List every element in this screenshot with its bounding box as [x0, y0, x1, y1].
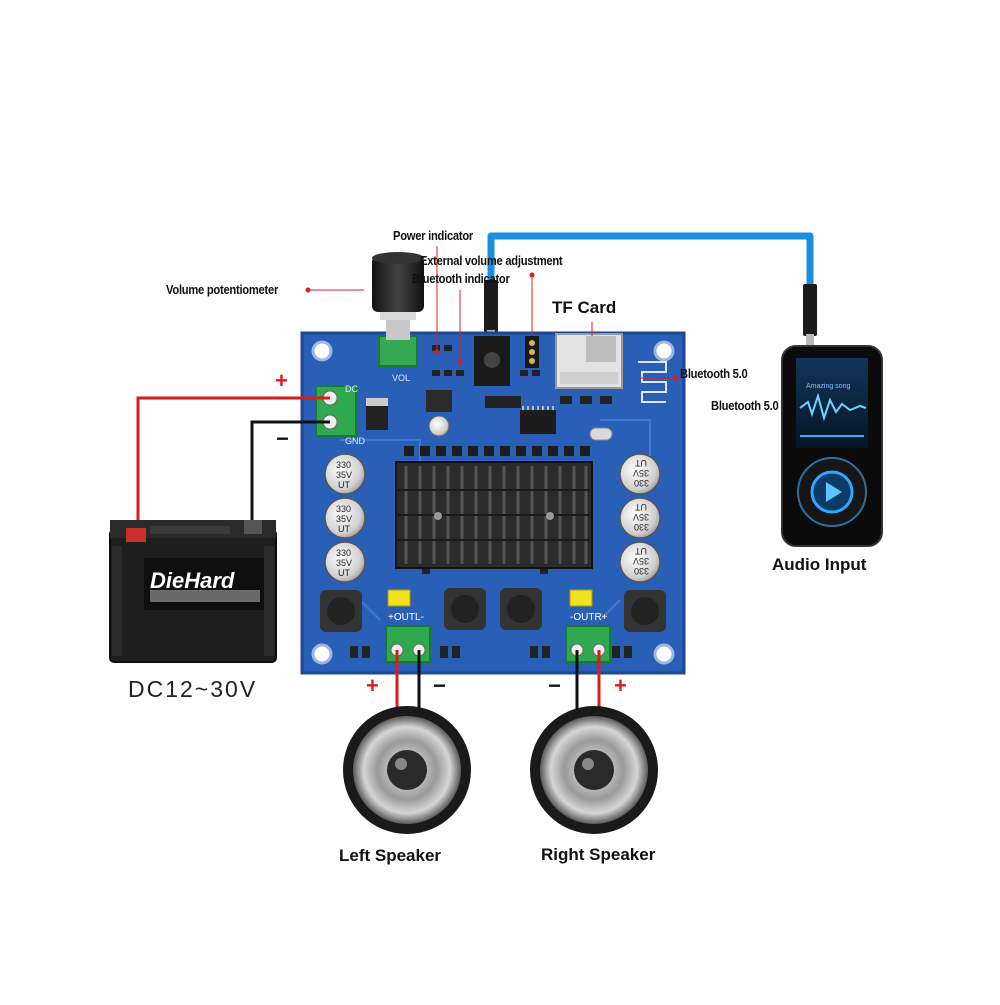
svg-text:35V: 35V: [336, 558, 352, 568]
external-volume-label: External volume adjustment: [420, 253, 563, 268]
amplifier-board: DC GND VOL: [300, 331, 686, 675]
svg-text:35V: 35V: [633, 468, 649, 478]
svg-text:35V: 35V: [336, 514, 352, 524]
heatsink: [395, 461, 593, 569]
gnd-label: GND: [345, 436, 366, 446]
capacitor: 330 35V UT: [619, 497, 661, 539]
power-wire-positive: [136, 396, 330, 540]
svg-text:UT: UT: [338, 568, 350, 578]
svg-text:35V: 35V: [336, 470, 352, 480]
left-speaker: [343, 706, 471, 834]
player-track-text: Amazing song: [806, 383, 850, 390]
jack-plug-board: [484, 280, 498, 332]
bluetooth-indicator-label: Bluetooth indicator: [412, 271, 510, 286]
callout-lines: [305, 246, 679, 381]
svg-text:35V: 35V: [633, 556, 649, 566]
volume-knob: [372, 252, 424, 340]
power-wire-negative: [250, 420, 330, 530]
bluetooth-label-1: Bluetooth 5.0: [680, 366, 748, 381]
capacitor: 330 35V UT: [619, 453, 661, 495]
bluetooth-antenna-icon: [638, 361, 667, 403]
dc-label: DC: [345, 384, 358, 394]
play-icon: [826, 482, 842, 502]
power-indicator-label: Power indicator: [393, 228, 474, 243]
power-range-label: DC12~30V: [128, 676, 258, 702]
right-speaker-label: Right Speaker: [541, 845, 656, 864]
inductor: [624, 590, 666, 632]
svg-text:330: 330: [634, 522, 649, 532]
pot-label: VOL: [392, 373, 410, 383]
svg-text:UT: UT: [338, 480, 350, 490]
capacitor: 330 35V UT: [324, 497, 366, 539]
audio-input-label: Audio Input: [772, 555, 867, 574]
battery: DieHard: [109, 520, 277, 663]
right-minus-sign: −: [548, 673, 561, 698]
svg-text:330: 330: [634, 566, 649, 576]
left-plus-sign: +: [366, 673, 379, 698]
left-minus-sign: −: [433, 673, 446, 698]
left-speaker-label: Left Speaker: [339, 846, 442, 865]
svg-text:330: 330: [336, 460, 351, 470]
outr-label: -OUTR+: [570, 612, 608, 623]
inductor: [500, 588, 542, 630]
svg-text:UT: UT: [338, 524, 350, 534]
volume-potentiometer-label: Volume potentiometer: [166, 282, 279, 297]
svg-text:UT: UT: [635, 458, 647, 468]
capacitor: 330 35V UT: [324, 541, 366, 583]
bluetooth-chip: [520, 410, 556, 434]
inductor: [320, 590, 362, 632]
svg-text:35V: 35V: [633, 512, 649, 522]
audio-cable: [487, 232, 814, 300]
svg-text:330: 330: [336, 504, 351, 514]
supply-minus-sign: −: [276, 426, 289, 451]
right-plus-sign: +: [614, 673, 627, 698]
tf-card-label: TF Card: [552, 298, 617, 317]
jack-plug-player: [803, 284, 817, 336]
svg-text:330: 330: [634, 478, 649, 488]
capacitor: 330 35V UT: [324, 453, 366, 495]
tf-card-slot-icon: [555, 333, 623, 389]
outl-label: +OUTL-: [388, 612, 424, 623]
bluetooth-label-2: Bluetooth 5.0: [711, 398, 779, 413]
right-output-terminal: [565, 625, 611, 663]
supply-plus-sign: +: [275, 368, 288, 393]
right-speaker: [530, 706, 658, 834]
svg-text:330: 330: [336, 548, 351, 558]
left-output-terminal: [385, 625, 431, 663]
capacitor: 330 35V UT: [619, 541, 661, 583]
volume-pot-base: [378, 335, 418, 367]
svg-text:UT: UT: [635, 502, 647, 512]
svg-text:UT: UT: [635, 546, 647, 556]
inductor: [444, 588, 486, 630]
media-player: Amazing song: [781, 345, 883, 547]
battery-brand: DieHard: [150, 568, 235, 593]
